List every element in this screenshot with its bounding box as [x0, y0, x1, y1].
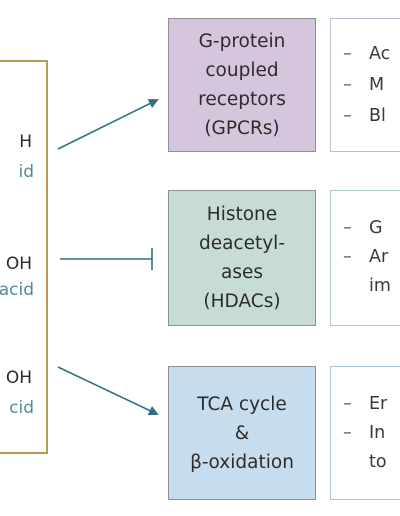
target-tca-line-1: TCA cycle: [197, 393, 287, 415]
effect-tca-box: –Er –In to: [330, 366, 400, 500]
effect-hdac-item-3: im: [369, 276, 391, 296]
target-hdac-line-3: ases: [220, 262, 263, 283]
source-box: H id OH acid OH cid: [0, 60, 48, 454]
inhibition-to-hdac: [60, 248, 153, 270]
arrow-to-tca: [57, 366, 159, 416]
source-formula-3: OH: [5, 368, 32, 388]
source-formula-1: H: [19, 132, 32, 152]
effect-hdac-item-1: –G: [343, 218, 383, 238]
arrow-to-gpcr: [57, 99, 159, 150]
effect-tca-item-3: to: [369, 452, 387, 472]
effect-tca-item-1: –Er: [343, 394, 388, 414]
effect-gpcr-box: –Ac –M –Bl: [330, 18, 400, 152]
target-tca-line-2: &: [234, 422, 250, 444]
source-name-1: id: [18, 162, 34, 182]
target-gpcr-line-3: receptors: [198, 89, 286, 110]
source-formula-2: OH: [5, 254, 32, 274]
source-name-2: acid: [0, 280, 34, 300]
target-gpcr-box: G-protein coupled receptors (GPCRs): [168, 18, 316, 152]
target-hdac-box: Histone deacetyl- ases (HDACs): [168, 190, 316, 326]
effect-hdac-item-2: –Ar: [343, 247, 389, 267]
effect-gpcr-item-2: –M: [343, 75, 385, 95]
target-gpcr-line-2: coupled: [205, 60, 279, 81]
effect-gpcr-item-1: –Ac: [343, 44, 391, 64]
source-name-3: cid: [9, 398, 34, 418]
target-gpcr-line-4: (GPCRs): [204, 118, 280, 139]
target-hdac-line-4: (HDACs): [203, 291, 281, 312]
effect-hdac-box: –G –Ar im: [330, 190, 400, 326]
target-gpcr-line-1: G-protein: [198, 31, 286, 52]
effect-gpcr-item-3: –Bl: [343, 106, 386, 126]
target-hdac-line-2: deacetyl-: [198, 233, 286, 254]
target-tca-box: TCA cycle & β-oxidation: [168, 366, 316, 500]
target-tca-line-3: β-oxidation: [190, 451, 294, 473]
target-hdac-line-1: Histone: [206, 204, 278, 225]
effect-tca-item-2: –In: [343, 423, 386, 443]
